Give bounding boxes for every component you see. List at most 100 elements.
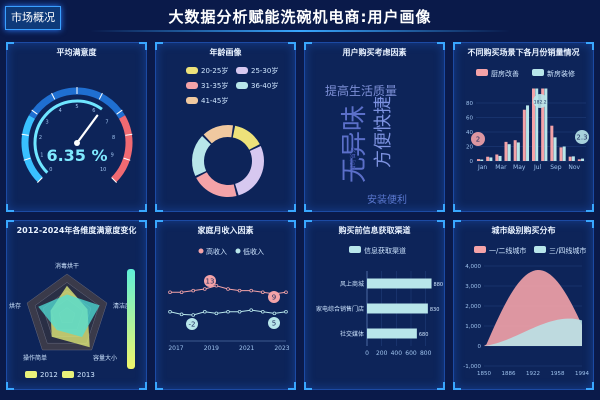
income-point (202, 287, 207, 291)
channel-xtick: 800 (420, 350, 432, 357)
income-point (237, 309, 242, 314)
income-point (226, 309, 230, 314)
monthly-bar (562, 146, 566, 161)
income-point (202, 309, 207, 314)
word-cloud: 提高生活质量无异味方便快捷省时省力安装便利 (325, 83, 407, 206)
city-legend-label: 一/二线城市 (489, 246, 526, 255)
radar-series-area (38, 294, 100, 337)
income-point (191, 313, 195, 317)
monthly-xtick: Mar (495, 164, 507, 171)
age-legend-label: 31-35岁 (201, 81, 228, 90)
monthly-ytick: 60 (466, 116, 473, 122)
city-xtick: 1994 (575, 371, 589, 377)
gauge-tick (31, 109, 38, 115)
radar-legend-swatch (25, 371, 37, 378)
radar-indicator-label: 操作简单 (23, 354, 47, 362)
monthly-bar (513, 140, 517, 161)
panel-title-satisfaction: 平均满意度 (56, 48, 97, 57)
monthly-bar (550, 125, 554, 161)
income-xtick: 2021 (239, 345, 254, 352)
market-overview-button[interactable]: 市场概况 (5, 6, 61, 30)
channel-category-label: 家电综合销售门店 (316, 305, 364, 313)
monthly-ytick: 40 (466, 130, 473, 136)
income-point (191, 288, 195, 293)
monthly-bar (477, 159, 480, 161)
panel-title-factors: 用户购买考虑因素 (342, 48, 407, 57)
age-legend-swatch (186, 97, 198, 104)
income-legend-dot (235, 248, 241, 254)
monthly-bar (571, 156, 575, 161)
monthly-bar (495, 154, 499, 161)
income-point (214, 311, 219, 316)
channel-xtick: 200 (376, 350, 388, 357)
monthly-legend-label: 新房装修 (547, 69, 575, 78)
gauge-band-0 (21, 115, 43, 183)
radar-indicator-label: 消毒烘干 (55, 262, 79, 270)
monthly-bar (553, 137, 557, 161)
age-legend-label: 20-25岁 (201, 66, 228, 75)
gauge-tick-label: 8 (112, 135, 115, 141)
city-ytick: 3,000 (465, 284, 481, 290)
gauge-tick (116, 109, 123, 115)
monthly-bar (489, 157, 493, 161)
age-slice (196, 172, 237, 198)
age-slice (232, 125, 260, 150)
channel-bar (367, 303, 428, 314)
gauge-value-label: 6.35 % (46, 146, 107, 165)
income-point (168, 309, 172, 314)
monthly-bar (581, 158, 585, 161)
radar-indicator-label: 清洁度 (113, 302, 131, 310)
income-point (214, 283, 219, 288)
panel-title-monthly: 不同购买场景下各月份销量情况 (467, 48, 580, 57)
city-ytick: 4,000 (465, 264, 481, 270)
channel-bar (367, 328, 417, 339)
monthly-xtick: Jul (533, 164, 542, 171)
age-legend-label: 36-40岁 (251, 81, 278, 90)
age-legend-swatch (236, 67, 248, 74)
word-cloud-word: 提高生活质量 (325, 83, 397, 98)
income-point (284, 309, 288, 314)
age-slice (192, 135, 211, 176)
monthly-ytick: 80 (466, 101, 473, 107)
income-pin (186, 318, 198, 330)
monthly-bar (544, 88, 548, 161)
word-cloud-word: 安装便利 (367, 193, 407, 206)
city-series-area (484, 318, 582, 346)
monthly-pin (533, 94, 548, 108)
city-ytick: 0 (478, 344, 482, 350)
city-ytick: 1,000 (465, 324, 481, 330)
panel-title-trend: 2012-2024年各维度满意度变化 (16, 226, 137, 235)
monthly-legend-label: 厨房改善 (491, 69, 519, 78)
age-slice (203, 125, 234, 144)
gauge-tick-label: 10 (100, 167, 106, 173)
monthly-legend-swatch (532, 69, 544, 76)
gauge-tick (98, 92, 103, 100)
income-point (226, 287, 230, 291)
age-legend-swatch (186, 82, 198, 89)
monthly-xtick: Sep (550, 164, 562, 171)
channel-category-label: 社交媒体 (340, 330, 364, 338)
channel-category-label: 风上商城 (340, 280, 364, 288)
monthly-xtick: Nov (568, 164, 580, 171)
gauge-needle-hub (74, 140, 80, 146)
income-legend-label: 高收入 (206, 247, 227, 256)
city-xtick: 1958 (551, 371, 565, 377)
monthly-pin-label: 2 (476, 136, 480, 144)
radar-indicator-label: 烘存 (9, 302, 21, 310)
age-legend-label: 25-30岁 (251, 66, 278, 75)
monthly-legend-swatch (476, 69, 488, 76)
income-point (261, 309, 265, 314)
city-ytick: -1,000 (463, 364, 481, 370)
panel-title-channels: 购买前信息获取渠道 (338, 226, 411, 235)
gauge-tick (123, 157, 131, 161)
income-pin-label: 9 (272, 294, 276, 302)
header: 市场概况 大数据分析赋能洗碗机电商:用户画像 (0, 0, 600, 38)
income-point (261, 290, 265, 295)
radar-legend-label: 2012 (40, 371, 58, 379)
